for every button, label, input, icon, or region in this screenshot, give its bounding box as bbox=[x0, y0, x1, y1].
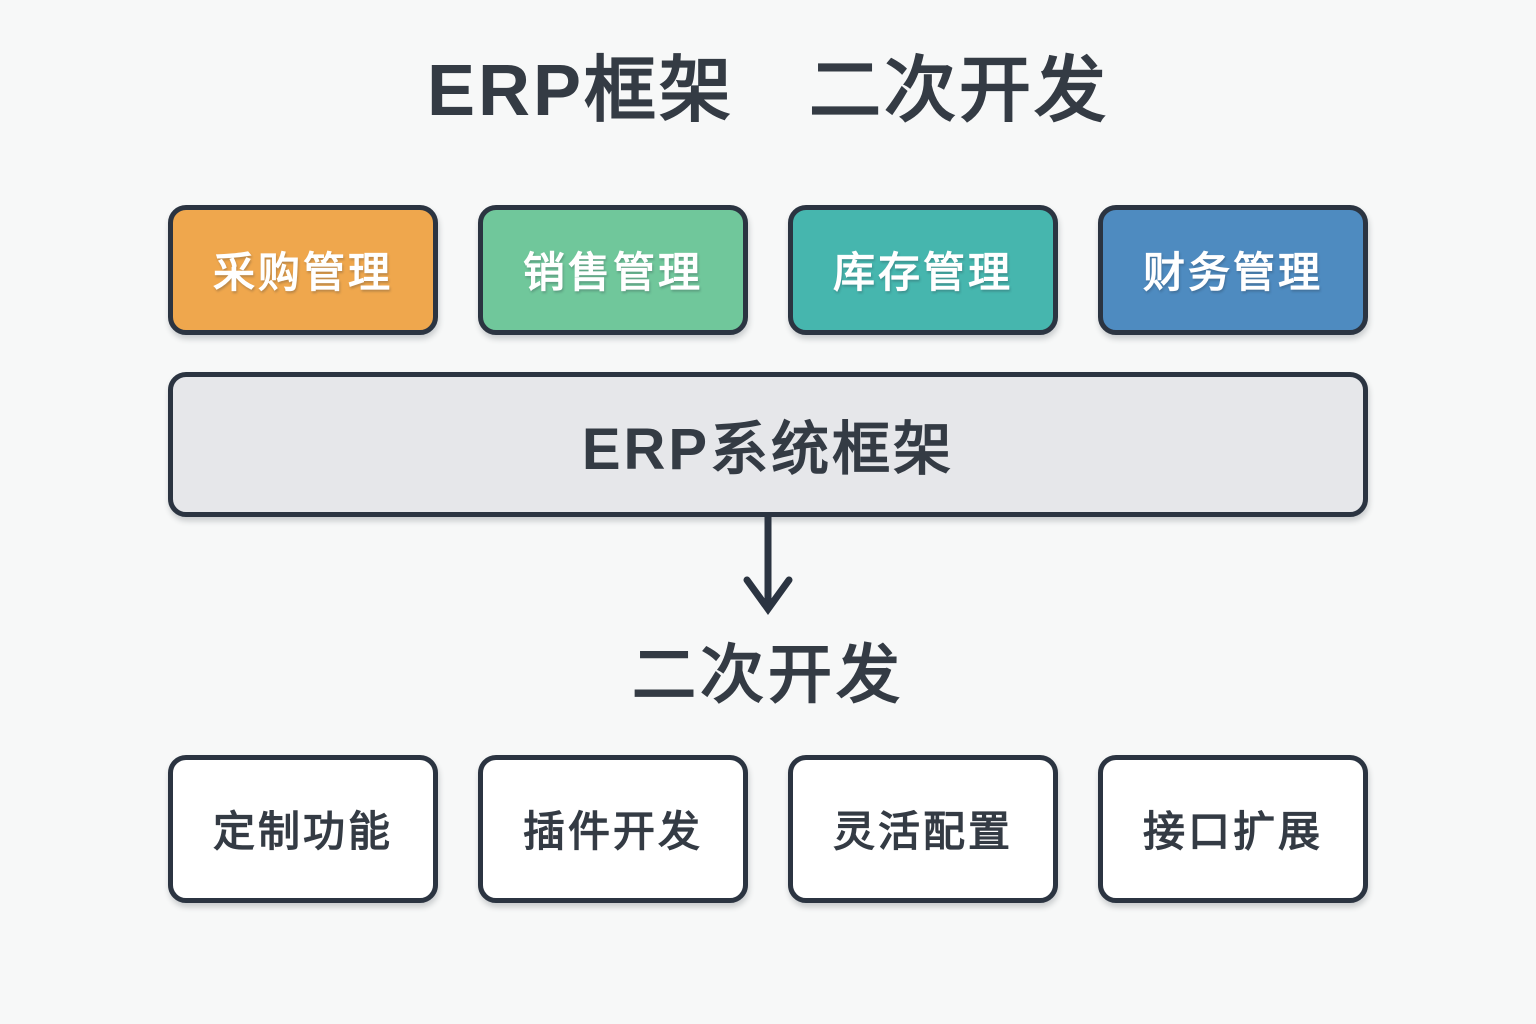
module-label: 库存管理 bbox=[832, 249, 1013, 297]
dev-box-interface-extension: 接口扩展 bbox=[1098, 754, 1368, 903]
dev-box-flexible-configuration: 灵活配置 bbox=[788, 754, 1058, 903]
module-box-purchase-management: 采购管理 bbox=[168, 204, 438, 335]
dev-label: 定制功能 bbox=[212, 808, 393, 856]
erp-modules-row: 采购管理 销售管理 库存管理 财务管理 bbox=[168, 204, 1368, 335]
module-box-finance-management: 财务管理 bbox=[1098, 204, 1368, 335]
dev-label: 接口扩展 bbox=[1142, 808, 1323, 856]
secondary-development-row: 定制功能 插件开发 灵活配置 接口扩展 bbox=[168, 754, 1368, 903]
module-label: 采购管理 bbox=[212, 249, 393, 297]
page-title: ERP框架 二次开发 bbox=[426, 51, 1110, 131]
framework-label: ERP系统框架 bbox=[581, 417, 955, 483]
dev-box-plugin-development: 插件开发 bbox=[478, 754, 748, 903]
module-box-inventory-management: 库存管理 bbox=[788, 204, 1058, 335]
down-arrow-icon bbox=[736, 516, 800, 617]
module-label: 销售管理 bbox=[522, 249, 703, 297]
erp-diagram: ERP框架 二次开发 采购管理 销售管理 库存管理 财务管理 ERP系统框架 二… bbox=[0, 50, 1536, 1024]
erp-system-framework-box: ERP系统框架 bbox=[168, 371, 1368, 517]
secondary-development-title: 二次开发 bbox=[632, 638, 904, 711]
module-label: 财务管理 bbox=[1142, 249, 1323, 297]
dev-label: 插件开发 bbox=[522, 808, 703, 856]
module-box-sales-management: 销售管理 bbox=[478, 204, 748, 335]
dev-label: 灵活配置 bbox=[832, 808, 1013, 856]
dev-box-custom-functions: 定制功能 bbox=[168, 754, 438, 903]
